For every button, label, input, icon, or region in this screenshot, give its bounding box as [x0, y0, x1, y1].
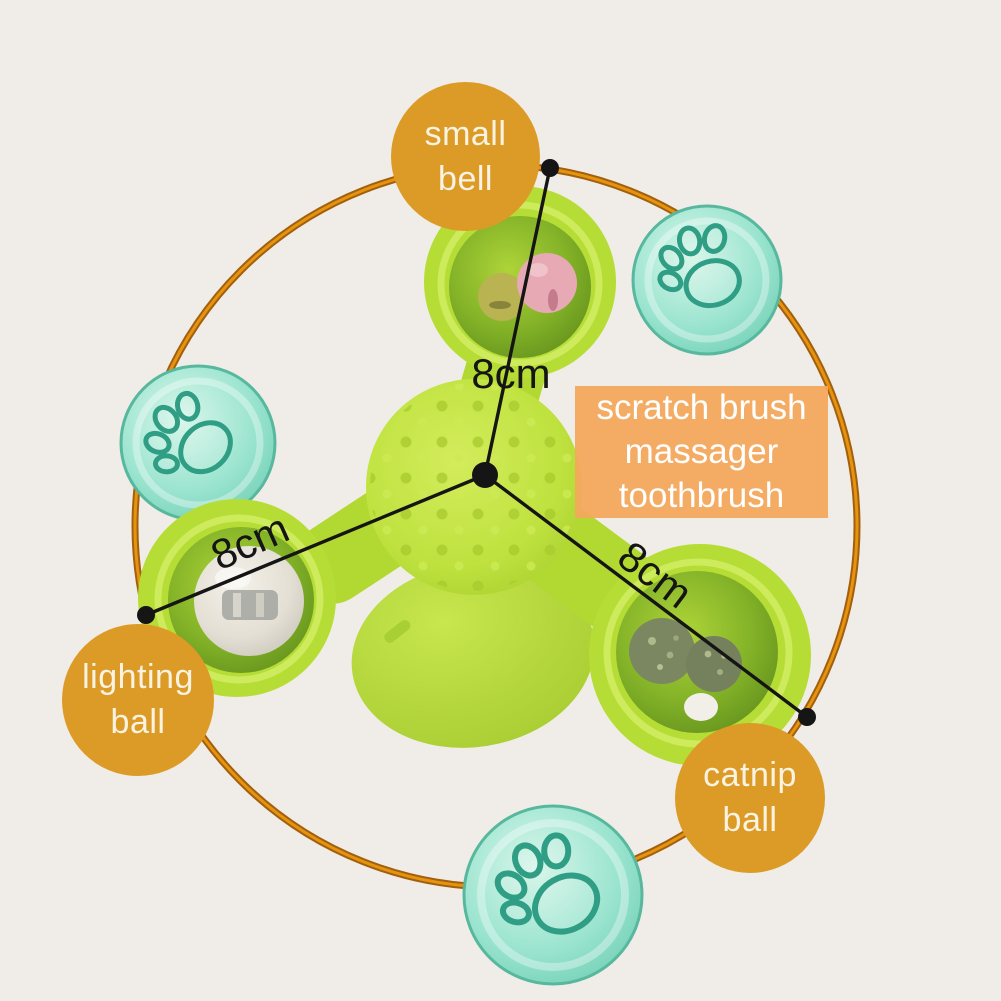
callout-catnip-ball: catnip ball	[675, 723, 825, 873]
callout-lighting-ball-line1: lighting	[82, 658, 194, 696]
callout-catnip-ball-line2: ball	[722, 801, 778, 839]
feature-box-line1: scratch brush	[596, 388, 807, 427]
top-endpoint	[541, 159, 559, 177]
callout-lighting-ball-line2: ball	[110, 703, 166, 741]
cup-hole	[684, 693, 718, 721]
callout-small-bell: small bell	[391, 82, 540, 231]
right-endpoint	[798, 708, 816, 726]
feature-box-line3: toothbrush	[618, 476, 785, 515]
top-cup	[424, 186, 616, 378]
top-right-dome-cap	[631, 204, 783, 356]
lighting-ball	[194, 546, 304, 656]
callout-small-bell-line1: small	[424, 114, 507, 153]
windmill-toy	[138, 186, 811, 766]
measurement-lines	[137, 159, 816, 726]
left-dome-cap	[119, 364, 277, 522]
center-massage-dome	[366, 379, 582, 595]
left-endpoint	[137, 606, 155, 624]
center-point	[472, 462, 498, 488]
bottom-dome-cap	[462, 804, 644, 986]
suction-base	[351, 562, 595, 748]
catnip-balls	[629, 618, 742, 692]
measurement-top: 8cm	[471, 350, 551, 397]
callout-lighting-ball: lighting ball	[62, 624, 214, 776]
feature-box: scratch brush massager toothbrush	[575, 386, 828, 518]
small-bell-olive	[478, 273, 526, 321]
feature-box-line2: massager	[624, 432, 779, 471]
callout-catnip-ball-line1: catnip	[703, 756, 797, 794]
callout-small-bell-line2: bell	[438, 159, 493, 198]
